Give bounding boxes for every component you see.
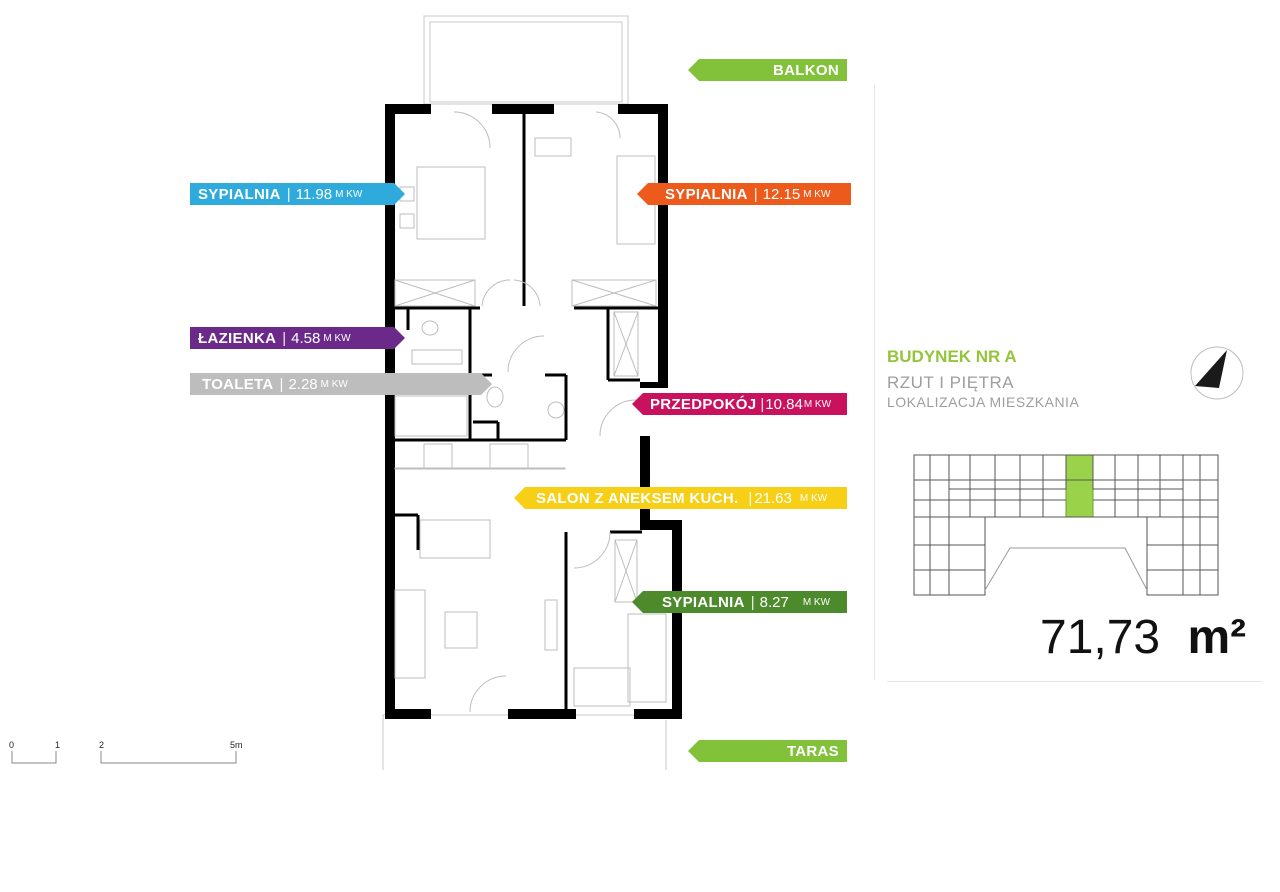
scale-label-2: 2 xyxy=(99,740,105,750)
divider-horizontal xyxy=(887,681,1262,682)
scale-label-0: 0 xyxy=(9,740,15,750)
balkon-name: BALKON xyxy=(773,61,839,79)
north-arrow-icon xyxy=(1190,346,1244,400)
separator: | xyxy=(748,489,753,507)
room-area: 2.28 xyxy=(288,375,318,393)
room-tag-sypialnia-3: SYPIALNIA | 8.27 M KW xyxy=(632,591,847,613)
room-area-unit: M KW xyxy=(799,492,828,504)
room-area-unit: M KW xyxy=(335,188,363,200)
floor-title: RZUT I PIĘTRA xyxy=(887,373,1015,392)
balcony-outline xyxy=(423,15,629,105)
room-name: PRZEDPOKÓJ xyxy=(650,395,757,413)
separator: | xyxy=(753,185,758,203)
room-area-unit: M KW xyxy=(802,596,831,608)
room-name: SYPIALNIA xyxy=(662,593,745,611)
balkon-label: BALKON xyxy=(688,59,847,81)
taras-label: TARAS xyxy=(688,740,847,762)
area-value: 71,73 xyxy=(1040,611,1161,664)
room-area: 21.63 xyxy=(754,489,792,507)
room-tag-lazienka: ŁAZIENKA | 4.58 M KW xyxy=(190,327,405,349)
room-area: 4.58 xyxy=(291,329,321,347)
room-area: 12.15 xyxy=(762,185,801,203)
room-tag-przedpokoj: PRZEDPOKÓJ | 10.84 M KW xyxy=(632,393,847,415)
building-title: BUDYNEK NR A xyxy=(887,347,1017,366)
location-title: LOKALIZACJA MIESZKANIA xyxy=(887,394,1080,410)
furniture xyxy=(394,111,667,713)
separator: | xyxy=(282,329,287,347)
separator: | xyxy=(279,375,284,393)
room-name: SALON Z ANEKSEM KUCH. xyxy=(536,489,739,507)
room-area-unit: M KW xyxy=(323,332,351,344)
scale-bar xyxy=(11,751,237,764)
room-tag-sypialnia-2: SYPIALNIA | 12.15 M KW xyxy=(637,183,851,205)
room-area-unit: M KW xyxy=(320,378,348,390)
room-name: ŁAZIENKA xyxy=(198,329,277,347)
room-name: SYPIALNIA xyxy=(665,185,748,203)
room-area: 11.98 xyxy=(295,185,333,203)
room-tag-toaleta: TOALETA | 2.28 M KW xyxy=(190,373,492,395)
apartment-area: 71,73 m² xyxy=(1040,610,1246,665)
room-tag-salon: SALON Z ANEKSEM KUCH. | 21.63 M KW xyxy=(514,487,847,509)
divider-vertical xyxy=(874,85,875,680)
separator: | xyxy=(286,185,291,203)
building-location-map xyxy=(913,454,1219,596)
scale-label-5m: 5m xyxy=(230,740,243,750)
room-name: SYPIALNIA xyxy=(198,185,281,203)
room-area-unit: M KW xyxy=(803,188,831,200)
room-name: TOALETA xyxy=(202,375,274,393)
room-area-unit: M KW xyxy=(803,398,832,410)
room-area: 10.84 xyxy=(765,395,803,413)
separator: | xyxy=(750,593,755,611)
walls xyxy=(385,104,682,719)
separator: | xyxy=(760,395,765,413)
scale-label-1: 1 xyxy=(55,740,61,750)
inner-walls xyxy=(392,112,660,712)
room-tag-sypialnia-1: SYPIALNIA | 11.98 M KW xyxy=(190,183,405,205)
room-area: 8.27 xyxy=(759,593,789,611)
area-unit: m² xyxy=(1187,611,1247,664)
taras-name: TARAS xyxy=(786,742,839,760)
